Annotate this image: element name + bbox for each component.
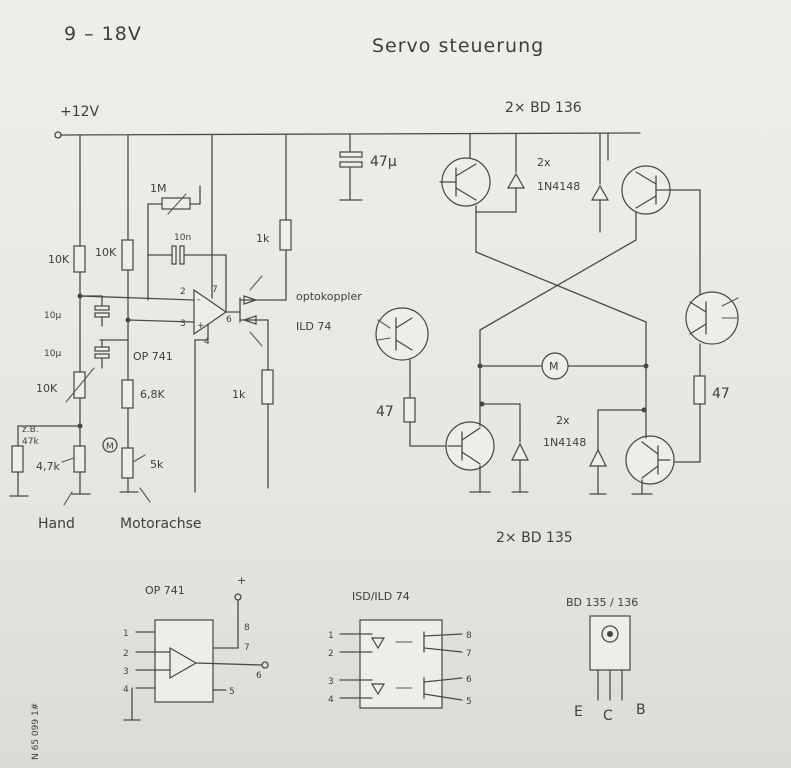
ild74-pin-5: 5 xyxy=(466,697,472,707)
feedback-pot-motor-letter: M xyxy=(106,442,114,452)
resistor-47-right xyxy=(693,375,706,405)
ild74-pin-1: 1 xyxy=(328,631,334,641)
optocoupler-left xyxy=(375,307,429,361)
resistor-1k-top xyxy=(279,219,292,251)
diode-top-right xyxy=(590,184,610,201)
op741-pin-5: 5 xyxy=(229,687,235,697)
opamp-symbol xyxy=(193,288,228,336)
resistor-10k-b-label: 10K xyxy=(95,246,117,259)
op741-plus: + xyxy=(237,574,246,587)
svg-text:6: 6 xyxy=(226,315,232,325)
bd-pin-c: C xyxy=(603,708,613,724)
capacitor-47u-label: 47µ xyxy=(370,154,397,170)
resistor-47k-label-a: z.B. xyxy=(22,425,39,435)
svg-text:-: - xyxy=(197,295,200,305)
resistor-1k-bottom xyxy=(261,369,274,405)
ild74-pin-7: 7 xyxy=(466,649,472,659)
bd-pinout-title: BD 135 / 136 xyxy=(566,596,638,609)
margin-code: N 65 099 1# xyxy=(31,703,41,760)
capacitor-10u-a-label: 10µ xyxy=(44,311,61,321)
transistor-bd135-right xyxy=(625,435,675,485)
ild74-pin-8: 8 xyxy=(466,631,472,641)
resistor-10k-b xyxy=(121,239,134,271)
op741-pin-4: 4 xyxy=(123,685,129,695)
diodes-top-label-b: 1N4148 xyxy=(537,180,580,193)
svg-text:4: 4 xyxy=(204,337,210,347)
opamp-label-side: OP 741 xyxy=(133,350,173,363)
resistor-10k-a-label: 10K xyxy=(48,253,70,266)
capacitor-10n-label: 10n xyxy=(174,233,191,243)
upper-transistors-label: 2× BD 136 xyxy=(505,100,582,116)
op741-pin-2: 2 xyxy=(123,649,129,659)
supply-range-label: 9 – 18V xyxy=(64,23,142,45)
hand-label: Hand xyxy=(38,516,75,532)
resistor-1m-label: 1M xyxy=(150,182,167,195)
diode-bottom-right xyxy=(589,448,607,467)
ild74-pin-2: 2 xyxy=(328,649,334,659)
bd-pin-e: E xyxy=(574,704,583,720)
supply-terminal xyxy=(54,131,62,139)
op741-pin-8: 8 xyxy=(244,623,250,633)
resistor-1m xyxy=(161,197,191,210)
capacitor-10u-b-label: 10µ xyxy=(44,349,61,359)
potentiometer-10k-label: 10K xyxy=(36,382,58,395)
potentiometer-4-7k xyxy=(73,445,86,473)
resistor-6-8k-label: 6,8K xyxy=(140,388,165,401)
potentiometer-5k-label: 5k xyxy=(150,458,164,471)
svg-text:+: + xyxy=(197,321,205,331)
optocoupler-label-b: ILD 74 xyxy=(296,320,331,333)
resistor-1k-bottom-label: 1k xyxy=(232,388,246,401)
transistor-bd135-left xyxy=(445,421,495,471)
bd-pin-b: B xyxy=(636,702,646,718)
ild74-pin-6: 6 xyxy=(466,675,472,685)
motor-symbol: M xyxy=(549,360,559,373)
op741-pin-1: 1 xyxy=(123,629,129,639)
svg-text:3: 3 xyxy=(180,319,186,329)
op741-pin-7: 7 xyxy=(244,643,250,653)
resistor-47k-label-b: 47k xyxy=(22,437,39,447)
capacitor-47u xyxy=(339,151,363,158)
diodes-bottom-label-a: 2x xyxy=(556,414,570,427)
ild74-pin-4: 4 xyxy=(328,695,334,705)
op741-pin-6: 6 xyxy=(256,671,262,681)
op741-pinout-title: OP 741 xyxy=(145,584,185,597)
ild74-package xyxy=(359,619,443,709)
resistor-10k-a xyxy=(73,245,86,273)
optocoupler-label-a: optokoppler xyxy=(296,290,362,303)
ild74-pinout-title: ISD/ILD 74 xyxy=(352,590,410,603)
schematic-title: Servo steuerung xyxy=(372,35,544,57)
supply-voltage-label: +12V xyxy=(60,104,100,120)
capacitor-10n xyxy=(171,245,177,265)
resistor-47k xyxy=(11,445,24,473)
resistor-47-left xyxy=(403,397,416,423)
potentiometer-4-7k-label: 4,7k xyxy=(36,460,60,473)
op741-pin-3: 3 xyxy=(123,667,129,677)
resistor-6-8k xyxy=(121,379,134,409)
svg-text:7: 7 xyxy=(212,285,218,295)
diode-bottom-left xyxy=(511,442,529,461)
ild74-pin-3: 3 xyxy=(328,677,334,687)
diodes-bottom-label-b: 1N4148 xyxy=(543,436,586,449)
bd-transistor-package xyxy=(589,615,631,671)
resistor-47-left-label: 47 xyxy=(376,404,394,420)
resistor-1k-top-label: 1k xyxy=(256,232,270,245)
resistor-47-right-label: 47 xyxy=(712,386,730,402)
svg-text:2: 2 xyxy=(180,287,186,297)
capacitor-10u-a xyxy=(94,305,110,311)
potentiometer-5k xyxy=(121,447,134,479)
diode-top-left xyxy=(506,172,526,189)
feedback-pot-motor-symbol xyxy=(102,437,118,453)
motorachse-label: Motorachse xyxy=(120,516,202,532)
diodes-top-label-a: 2x xyxy=(537,156,551,169)
lower-transistors-label: 2× BD 135 xyxy=(496,530,573,546)
